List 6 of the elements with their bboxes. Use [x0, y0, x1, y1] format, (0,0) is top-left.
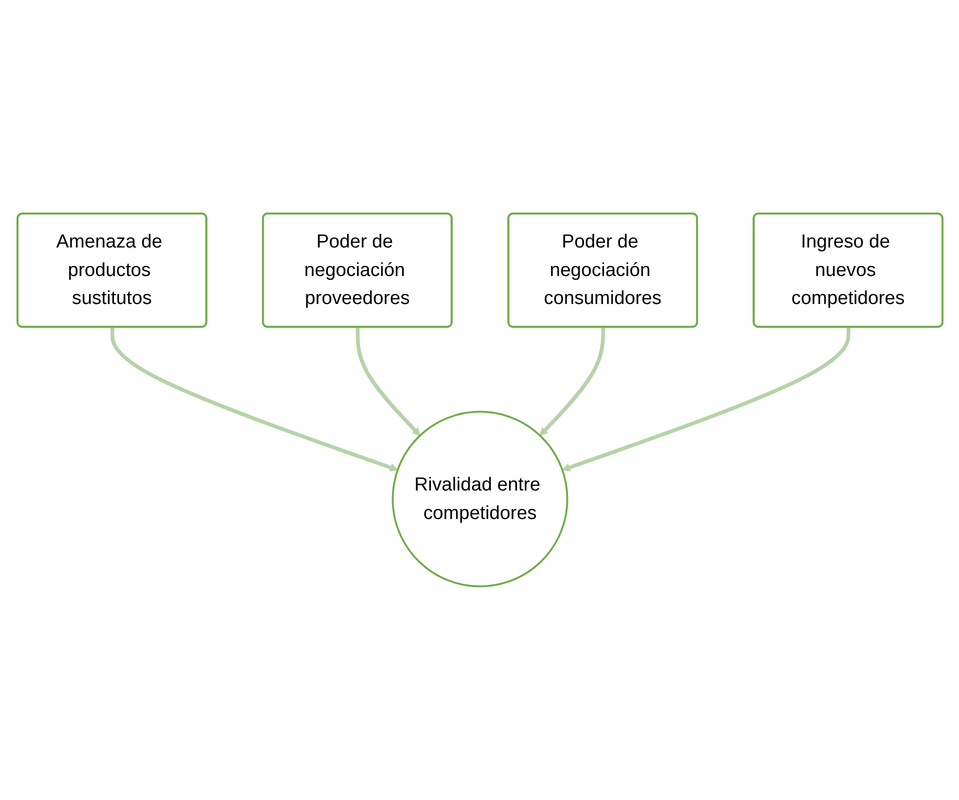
- node-circle: [391, 410, 568, 588]
- arrow: [561, 327, 850, 472]
- arrow: [539, 327, 605, 436]
- arrow: [355, 327, 420, 436]
- diagram: Amenaza de productos sustitutos Poder de negociación proveedores Rivalidad entre competidores Poder de negociación consumidores Ingreso de nuevos competidores: [10, 206, 950, 594]
- arrow: [110, 327, 398, 472]
